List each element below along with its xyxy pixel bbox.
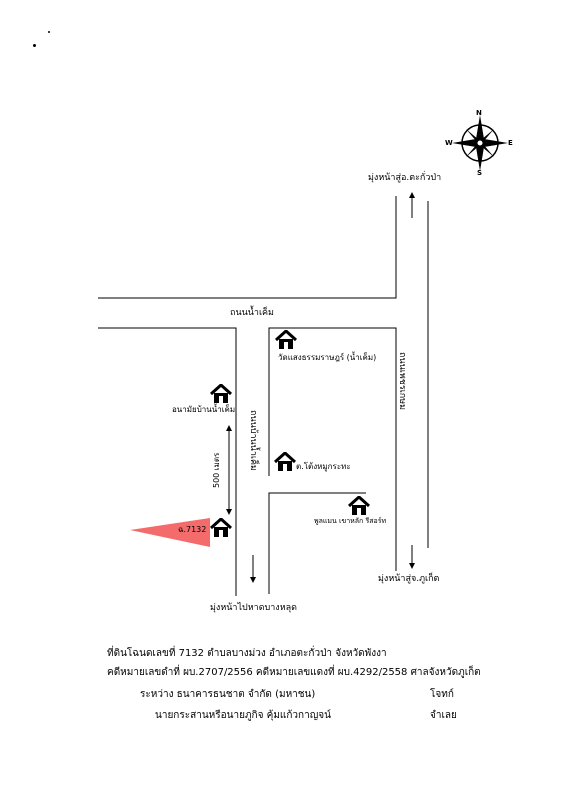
distance-label: 500 เมตร	[212, 452, 221, 488]
resort-label: พูลแมน เขาหลัก รีสอร์ท	[314, 517, 387, 525]
compass-e: E	[508, 139, 513, 147]
caption-line-3-left: ระหว่าง ธนาคารธนชาต จำกัด (มหาชน)	[140, 689, 316, 700]
middle-road-label: ถนนบ้านน้ำเค็ม	[248, 410, 258, 471]
caption-line-4-left: นายกระสานหรือนายภูกิจ คุ้มแก้วกาญจน์	[155, 710, 331, 721]
top-road	[98, 196, 429, 596]
temple-house-icon	[275, 330, 297, 349]
land-plot-house-icon	[210, 518, 232, 537]
land-plot-marker	[130, 518, 210, 547]
health-center-label: อนามัยบ้านน้ำเค็ม	[172, 405, 236, 414]
caption-line-4-right: จำเลย	[430, 710, 457, 721]
direction-south-right-label: มุ่งหน้าสู่จ.ภูเก็ต	[378, 574, 440, 584]
compass-s: S	[477, 169, 483, 177]
compass-rose-icon	[452, 115, 508, 171]
health-center-house-icon	[210, 384, 232, 403]
top-road-label: ถนนน้ำเค็ม	[230, 308, 274, 318]
direction-north-label: มุ่งหน้าสู่อ.ตะกั่วป่า	[368, 173, 442, 183]
caption-line-1: ที่ดินโฉนดเลขที่ 7132 ตำบลบางม่วง อำเภอต…	[107, 648, 387, 659]
direction-south-middle-label: มุ่งหน้าไปหาดบางหลุด	[210, 603, 297, 613]
right-road-label: ถนนเพชรเกษม	[397, 352, 407, 411]
caption-line-3-right: โจทก์	[430, 689, 454, 700]
temple-label: วัดแสงธรรมราษฎร์ (น้ำเค็ม)	[278, 353, 377, 362]
stray-mark	[48, 31, 50, 33]
subdistrict-house-icon	[274, 452, 296, 471]
stray-mark	[33, 44, 36, 47]
land-plot-label: ฉ.7132	[178, 525, 207, 534]
compass-w: W	[445, 139, 453, 147]
subdistrict-label: ต.โต้งหมูกระทะ	[296, 462, 351, 471]
caption-line-2: คดีหมายเลขดำที่ ผบ.2707/2556 คดีหมายเลขแ…	[107, 667, 481, 678]
resort-house-icon	[348, 496, 370, 515]
compass-n: N	[476, 109, 482, 117]
